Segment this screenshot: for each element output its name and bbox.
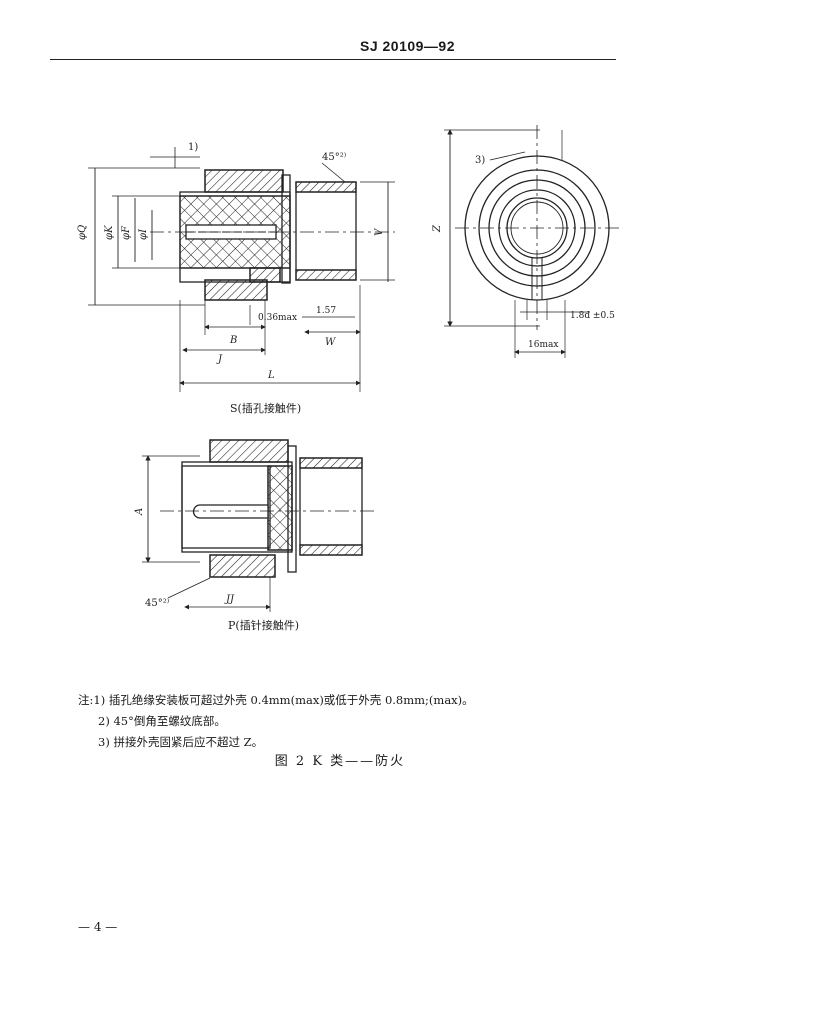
- pin-contact-drawing: [142, 439, 378, 612]
- note-2: 2) 45°倒角至螺纹底部。: [98, 714, 226, 728]
- header-rule: [50, 59, 616, 60]
- dim-b: B: [229, 335, 237, 346]
- figure-title: 图 2 K 类——防火: [274, 754, 406, 769]
- dim-z: Z: [432, 224, 443, 233]
- dim-phi-k: φK: [104, 225, 115, 240]
- dim-a: A: [134, 508, 145, 516]
- dim-036: 0.36max: [258, 313, 297, 323]
- note-1: 注:1) 插孔绝缘安装板可超过外壳 0.4mm(max)或低于外壳 0.8mm;…: [78, 693, 474, 707]
- dim-l: L: [267, 370, 275, 381]
- dim-v: V: [374, 227, 385, 236]
- end-view-drawing: [444, 125, 620, 358]
- chamfer-ref: 45°²⁾: [322, 152, 346, 163]
- dim-phi-i: φI: [138, 228, 149, 240]
- chamfer-ref-2: 45°²⁾: [145, 598, 169, 609]
- socket-contact-drawing: [88, 147, 395, 392]
- dim-j: J: [216, 354, 223, 365]
- dim-157: 1.57: [316, 306, 336, 316]
- dim-18d: 1.8d ±0.5: [570, 311, 615, 321]
- page-number: — 4 —: [78, 920, 118, 934]
- dim-phi-f: φF: [121, 225, 132, 240]
- technical-drawing: 1) 45°²⁾ φQ φK φF φI V 0.36max 1.57 W B …: [77, 125, 620, 632]
- dim-w: W: [325, 337, 336, 348]
- figure-notes: 注:1) 插孔绝缘安装板可超过外壳 0.4mm(max)或低于外壳 0.8mm;…: [78, 690, 474, 753]
- note-3: 3) 拼接外壳固紧后应不超过 Z。: [98, 735, 264, 749]
- dim-16max: 16max: [528, 340, 558, 350]
- standard-number-header: SJ 20109—92: [359, 38, 456, 54]
- dim-phi-q: φQ: [77, 225, 88, 240]
- note3-ref: 3): [475, 155, 485, 166]
- note1-ref: 1): [188, 142, 198, 153]
- pin-caption: P(插针接触件): [228, 618, 299, 632]
- socket-caption: S(插孔接触件): [230, 401, 301, 415]
- dim-jj: JJ: [224, 594, 235, 605]
